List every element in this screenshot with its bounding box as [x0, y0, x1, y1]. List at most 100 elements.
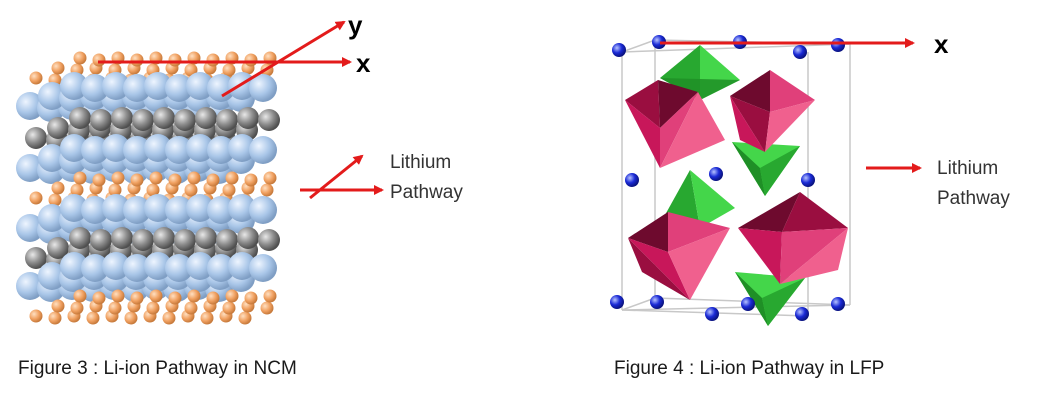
oxygen-atom [168, 53, 182, 67]
lithium-layer-atom [228, 134, 256, 162]
oxygen-atom [244, 53, 258, 67]
transition-metal-atom [216, 109, 238, 131]
ncm-axes [98, 20, 352, 98]
li-atom [831, 38, 845, 52]
lithium-layer-atom [249, 254, 277, 282]
transition-metal-atom [195, 107, 217, 129]
transition-metal-atom [25, 247, 47, 269]
lithium-layer-atom [144, 72, 172, 100]
octahedron [628, 212, 730, 300]
lithium-layer-atom [144, 134, 172, 162]
lithium-layer-atom [186, 252, 214, 280]
transition-metal-atom [47, 117, 69, 139]
oxygen-atom [149, 171, 163, 185]
lithium-layer-atom [123, 74, 151, 102]
ncm-structure [16, 51, 280, 325]
li-atom [610, 295, 624, 309]
lithium-layer-atom [81, 136, 109, 164]
transition-metal-atom [216, 229, 238, 251]
lfp-legend-line1: Lithium [937, 158, 999, 179]
li-atom [652, 35, 666, 49]
oxygen-atom [263, 289, 277, 303]
transition-metal-atom [132, 109, 154, 131]
oxygen-atom [92, 173, 106, 187]
oxygen-atom [111, 289, 125, 303]
oxygen-atom [168, 173, 182, 187]
oxygen-atom [130, 173, 144, 187]
lithium-layer-atom [81, 74, 109, 102]
lithium-layer-atom [144, 194, 172, 222]
ncm-legend-arrows [300, 154, 384, 200]
lithium-layer-atom [81, 254, 109, 282]
oxygen-atom [200, 311, 214, 325]
lithium-layer-atom [16, 214, 44, 242]
lithium-layer-atom [249, 74, 277, 102]
lithium-layer-atom [16, 92, 44, 120]
li-atom [741, 297, 755, 311]
li-atom [709, 167, 723, 181]
lithium-layer-atom [81, 196, 109, 224]
lithium-layer-atom [38, 204, 66, 232]
li-atom [793, 45, 807, 59]
lithium-layer-atom [38, 262, 66, 290]
li-atom [795, 307, 809, 321]
lfp-octahedra [625, 70, 848, 300]
oxygen-atom [73, 51, 87, 65]
lithium-layer-atom [165, 196, 193, 224]
oxygen-atom [108, 183, 122, 197]
oxygen-atom [29, 71, 43, 85]
figure4-caption: Figure 4 : Li-ion Pathway in LFP [614, 358, 885, 379]
lithium-layer-atom [165, 74, 193, 102]
oxygen-atom [206, 173, 220, 187]
oxygen-atom [51, 181, 65, 195]
ncm-y-axis-label: y [348, 10, 363, 40]
oxygen-atom [225, 171, 239, 185]
lithium-layer-atom [207, 74, 235, 102]
lfp-x-axis-label: x [934, 29, 949, 59]
ncm-legend-text: Lithium Pathway [390, 148, 463, 208]
oxygen-atom [244, 173, 258, 187]
lithium-layer-atom [228, 252, 256, 280]
li-atom [705, 307, 719, 321]
lithium-layer-atom [60, 252, 88, 280]
oxygen-atom [225, 289, 239, 303]
li-atom [612, 43, 626, 57]
lithium-layer-atom [186, 134, 214, 162]
lfp-legend-line2: Pathway [937, 188, 1010, 209]
transition-metal-atom [174, 229, 196, 251]
transition-metal-atom [111, 107, 133, 129]
transition-metal-atom [237, 107, 259, 129]
oxygen-atom [222, 301, 236, 315]
transition-metal-atom [25, 127, 47, 149]
oxygen-atom [92, 53, 106, 67]
lithium-layer-atom [123, 136, 151, 164]
oxygen-atom [206, 291, 220, 305]
oxygen-atom [124, 311, 138, 325]
lithium-layer-atom [249, 196, 277, 224]
oxygen-atom [86, 311, 100, 325]
transition-metal-atom [90, 229, 112, 251]
oxygen-atom [108, 301, 122, 315]
oxygen-atom [70, 301, 84, 315]
lithium-layer-atom [102, 134, 130, 162]
oxygen-atom [184, 183, 198, 197]
lithium-layer-atom [102, 252, 130, 280]
oxygen-atom [92, 291, 106, 305]
ncm-y-axis-arrow [221, 20, 346, 98]
lithium-layer-atom [165, 254, 193, 282]
oxygen-atom [48, 311, 62, 325]
oxygen-atom [111, 171, 125, 185]
oxygen-atom [222, 63, 236, 77]
transition-metal-atom [237, 227, 259, 249]
lithium-layer-atom [207, 196, 235, 224]
oxygen-atom [130, 53, 144, 67]
ncm-x-axis-label: x [356, 48, 371, 78]
oxygen-atom [73, 171, 87, 185]
tetrahedron [732, 142, 800, 196]
oxygen-atom [260, 183, 274, 197]
oxygen-atom [162, 311, 176, 325]
oxygen-atom [206, 53, 220, 67]
transition-metal-atom [258, 109, 280, 131]
oxygen-atom [146, 183, 160, 197]
